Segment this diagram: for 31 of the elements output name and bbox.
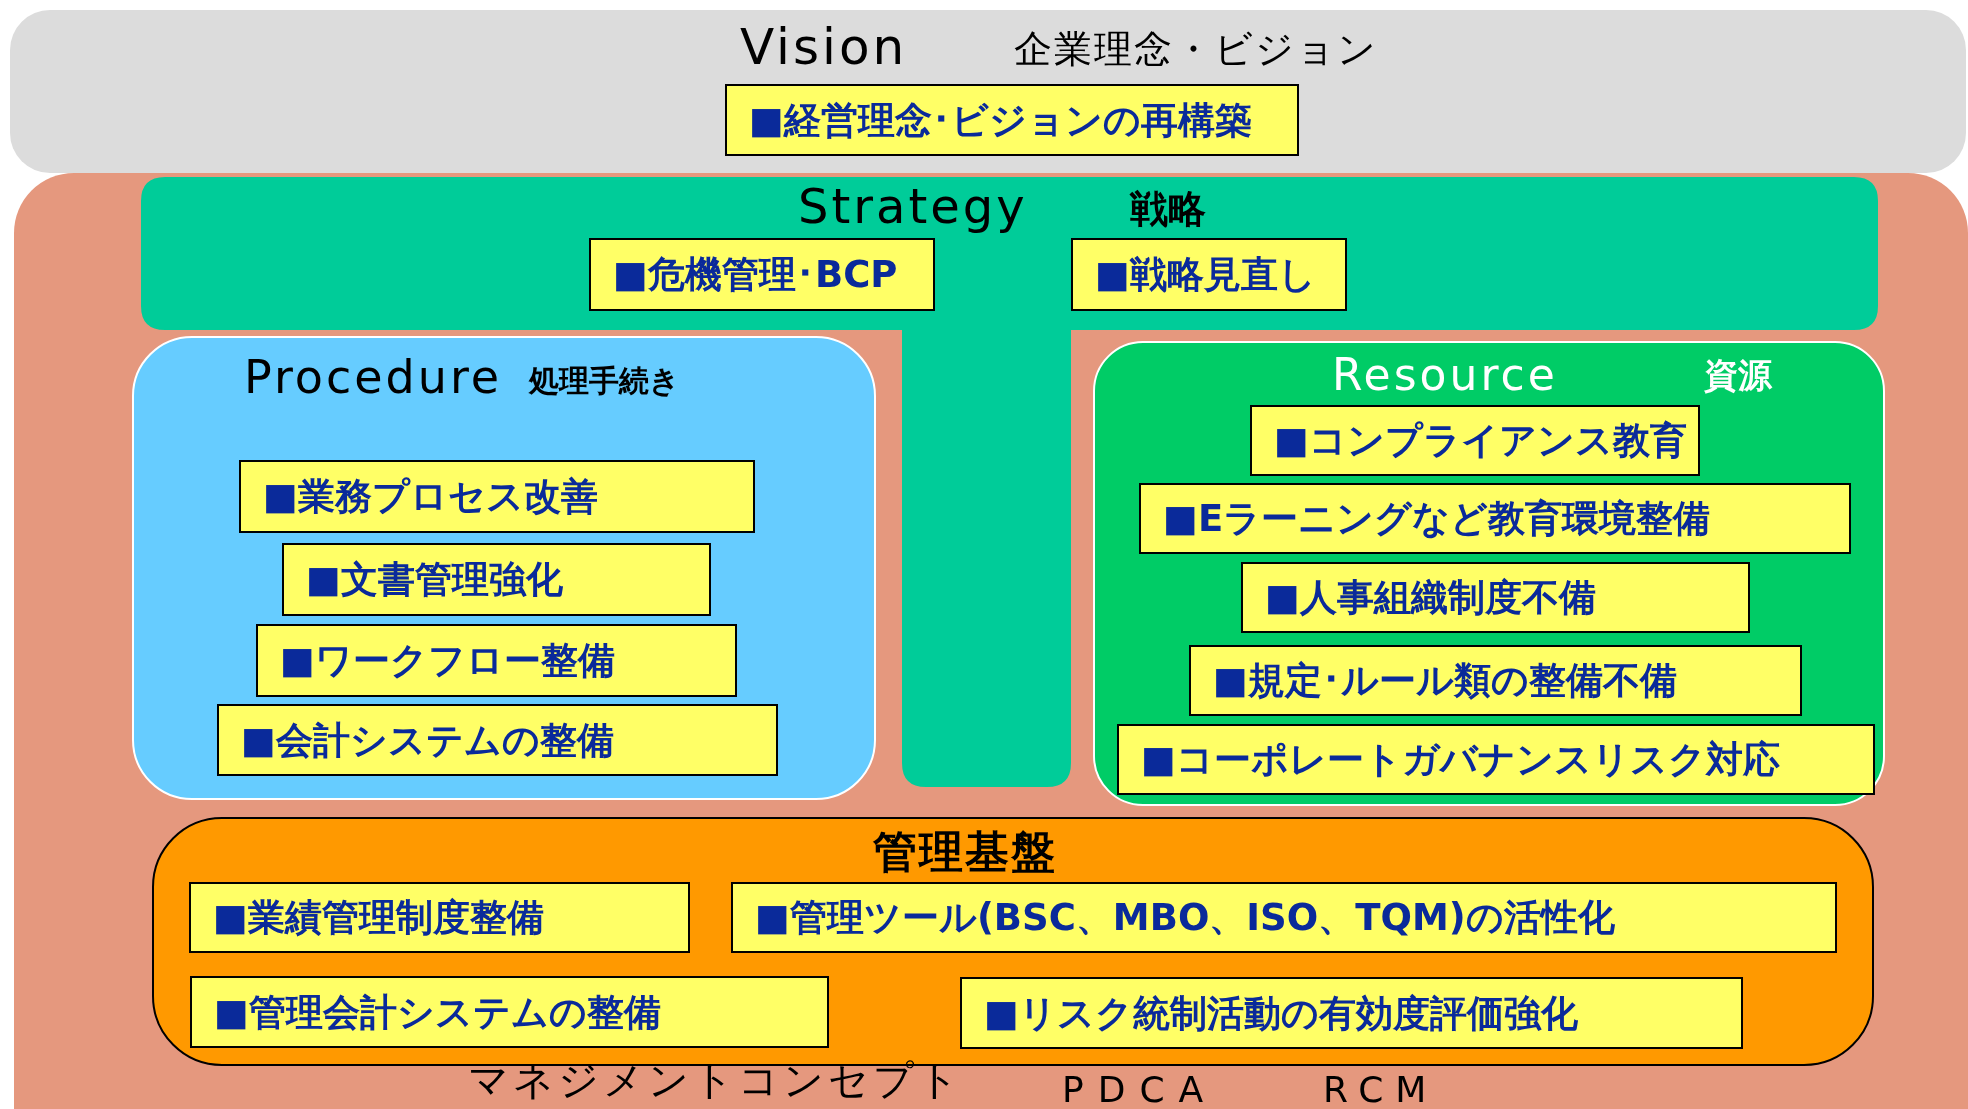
heading: Vision (740, 22, 908, 72)
heading: Procedure (244, 354, 503, 400)
base-panel (14, 173, 1968, 1109)
item-box: ■業績管理制度整備 (189, 882, 690, 953)
heading: PDCA (1062, 1072, 1218, 1108)
heading: RCM (1323, 1072, 1439, 1108)
item-box: ■人事組織制度不備 (1241, 562, 1750, 633)
item-box: ■ワークフロー整備 (256, 624, 737, 697)
vision-band (10, 10, 1966, 173)
heading: 資源 (1704, 358, 1772, 392)
item-box: ■戦略見直し (1071, 238, 1347, 311)
item-box: ■規定･ルール類の整備不備 (1189, 645, 1802, 716)
heading: 管理基盤 (873, 830, 1057, 874)
item-box: ■コーポレートガバナンスリスク対応 (1117, 724, 1875, 795)
heading: 処理手続き (529, 366, 680, 396)
item-box: ■Eラーニングなど教育環境整備 (1139, 483, 1851, 554)
item-box: ■業務プロセス改善 (239, 460, 755, 533)
heading: マネジメントコンセプト (468, 1060, 963, 1100)
heading: 企業理念・ビジョン (1014, 30, 1378, 68)
item-box: ■危機管理･BCP (589, 238, 935, 311)
item-box: ■管理ツール(BSC、MBO、ISO、TQM)の活性化 (731, 882, 1837, 953)
item-box: ■コンプライアンス教育 (1250, 405, 1700, 476)
procedure-panel (132, 336, 876, 800)
item-box: ■管理会計システムの整備 (190, 976, 829, 1048)
item-box: ■会計システムの整備 (217, 704, 778, 776)
heading: 戦略 (1130, 190, 1206, 228)
item-box: ■経営理念･ビジョンの再構築 (725, 84, 1299, 156)
resource-panel (1093, 341, 1885, 806)
heading: Resource (1332, 353, 1558, 397)
item-box: ■文書管理強化 (282, 543, 711, 616)
item-box: ■リスク統制活動の有効度評価強化 (960, 977, 1743, 1049)
